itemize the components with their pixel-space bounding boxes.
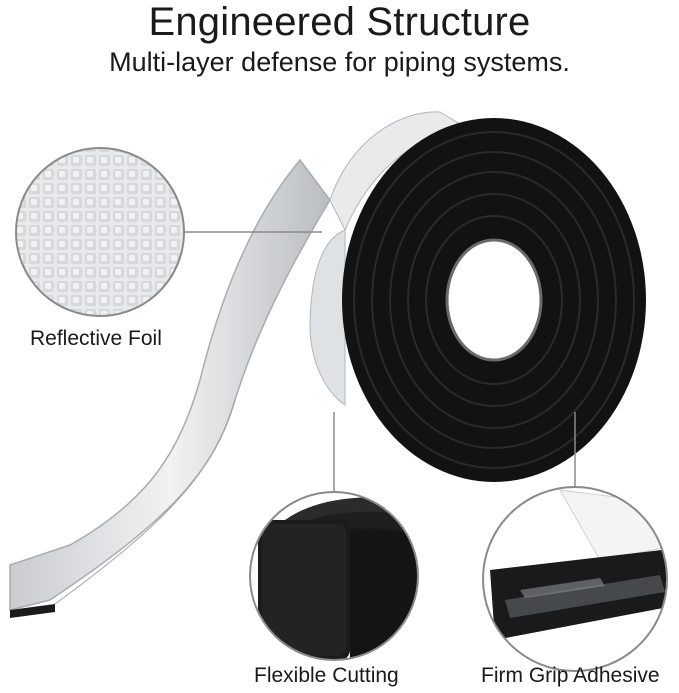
adhesive-backing-closeup-icon — [482, 486, 668, 672]
flexible-cutting-label: Flexible Cutting — [254, 664, 399, 687]
reflective-foil-label: Reflective Foil — [30, 327, 162, 350]
foil-strip — [9, 158, 331, 618]
page-title: Engineered Structure — [148, 0, 531, 44]
foam-layers-closeup-icon — [249, 491, 419, 661]
foam-tape-roll — [342, 118, 646, 482]
page-subtitle: Multi-layer defense for piping systems. — [109, 47, 570, 77]
reflective-foil-closeup-icon — [15, 147, 185, 317]
firm-grip-adhesive-label: Firm Grip Adhesive — [481, 664, 660, 687]
